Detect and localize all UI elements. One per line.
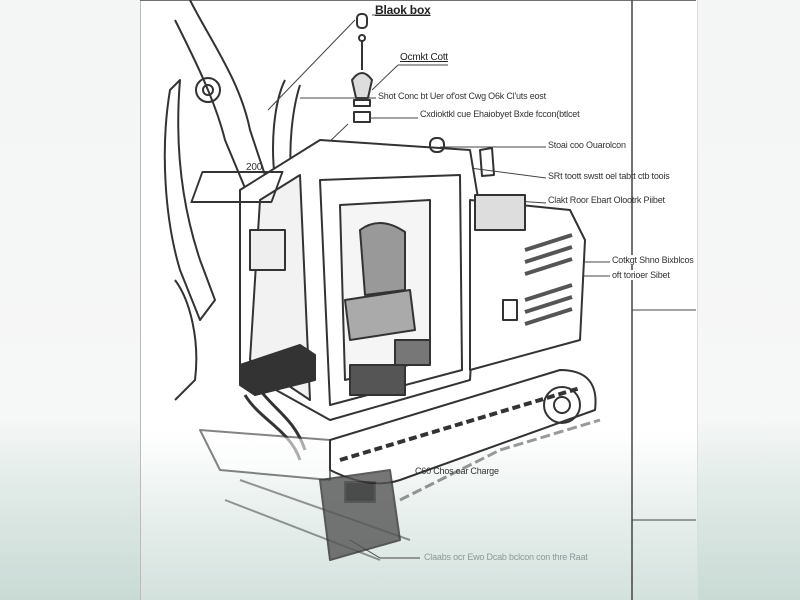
cab bbox=[190, 137, 495, 421]
label-9: oft torioer Sibet bbox=[612, 270, 670, 280]
lower-box bbox=[319, 469, 401, 561]
frame-lines bbox=[140, 0, 696, 600]
cab-tag: 200 bbox=[246, 162, 263, 173]
track-assembly bbox=[199, 369, 601, 561]
label-black-box: Blaok box bbox=[375, 3, 431, 17]
label-8: Cotkgt Shno Bixblcos bbox=[612, 255, 694, 265]
boom-arm bbox=[163, 0, 301, 401]
label-11: Claabs ocr Ewo Dcab bclcon con thre Raat bbox=[424, 552, 588, 562]
label-4: Cxdioktkl cue Ehaiobyet Bxde fccon(btlce… bbox=[420, 109, 580, 119]
label-6: SRt toott swstt oel tabtt ctb toois bbox=[548, 171, 670, 181]
label-3: Shot Conc bt Uer of'ost Cwg O6k Cl'uts e… bbox=[378, 91, 546, 101]
beacon-assembly bbox=[351, 13, 373, 123]
label-10: C60 Chos oar Charge bbox=[415, 466, 499, 476]
label-control-cord: Ocmkt Cott bbox=[400, 52, 449, 63]
operator-seat bbox=[344, 222, 431, 396]
label-5: Stoai coo Ouarolcon bbox=[548, 140, 626, 150]
engine-housing bbox=[469, 194, 586, 371]
label-7: Clakt Roor Ebart Olootrk Piibet bbox=[548, 195, 665, 205]
